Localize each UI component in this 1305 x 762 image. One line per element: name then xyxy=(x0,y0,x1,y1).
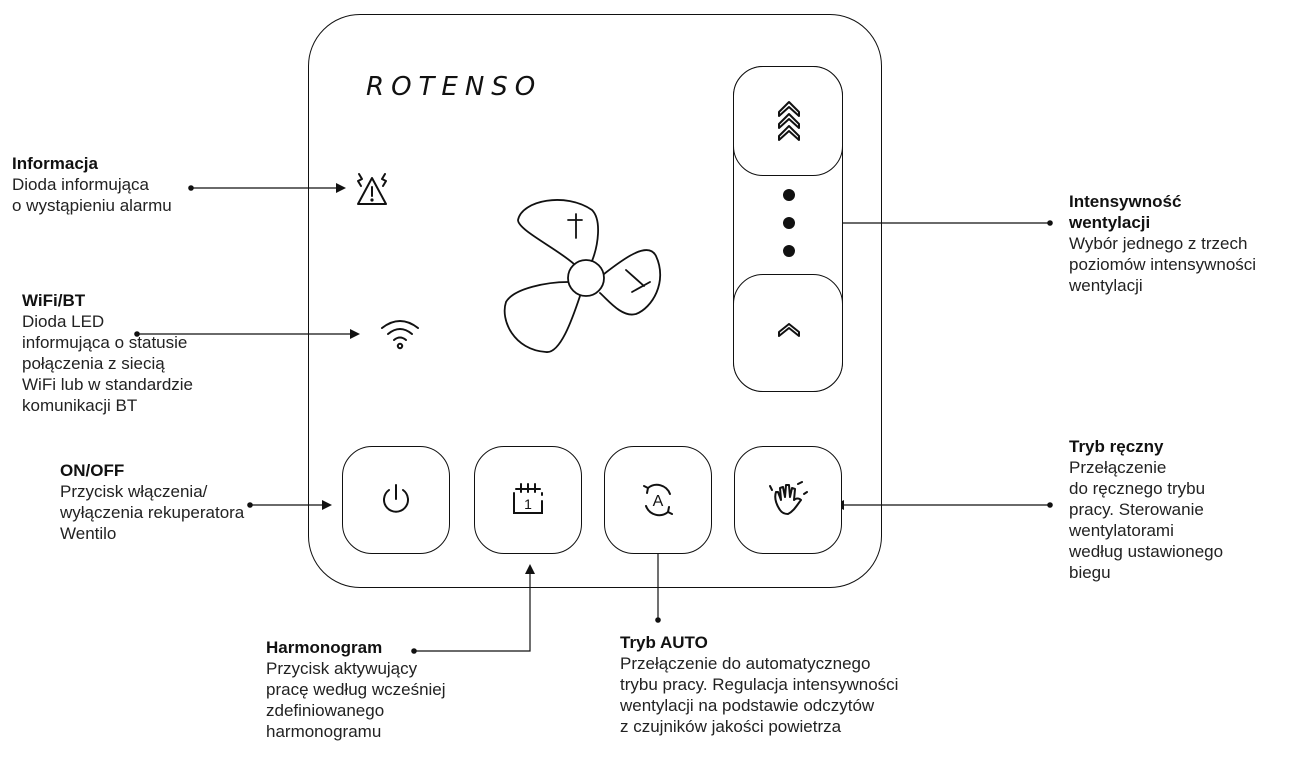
label-auto: Tryb AUTO Przełączenie do automatycznego… xyxy=(620,632,898,737)
label-onoff: ON/OFF Przycisk włączenia/ wyłączenia re… xyxy=(60,460,244,544)
label-reczny-line: Przełączenie xyxy=(1069,458,1167,477)
auto-mode-letter: A xyxy=(653,493,664,510)
wifi-icon xyxy=(381,320,419,350)
harmonogram-leader xyxy=(414,564,535,652)
label-reczny: Tryb ręczny Przełączenie do ręcznego try… xyxy=(1069,436,1223,583)
label-auto-line: Przełączenie do automatycznego xyxy=(620,654,871,673)
label-onoff-line: Wentilo xyxy=(60,524,117,543)
intensity-up-button[interactable] xyxy=(733,274,843,392)
label-informacja: Informacja Dioda informująca o wystąpien… xyxy=(12,153,172,216)
label-auto-line: wentylacji na podstawie odczytów xyxy=(620,696,875,715)
label-wifi-line: połączenia z siecią xyxy=(22,354,165,373)
intensity-level-2 xyxy=(783,217,795,229)
intensity-max-button[interactable] xyxy=(733,66,843,176)
hand-icon xyxy=(769,481,808,515)
label-reczny-title: Tryb ręczny xyxy=(1069,437,1164,456)
auto-mode-icon: A xyxy=(643,483,673,517)
intensity-level-3 xyxy=(783,245,795,257)
label-informacja-line: o wystąpieniu alarmu xyxy=(12,196,172,215)
brand-logo: ROTENSO xyxy=(366,72,543,102)
label-reczny-line: do ręcznego trybu xyxy=(1069,479,1206,498)
label-informacja-title: Informacja xyxy=(12,154,98,173)
label-auto-line: z czujników jakości powietrza xyxy=(620,717,842,736)
label-wifi-line: WiFi lub w standardzie xyxy=(22,375,194,394)
label-wifi-title: WiFi/BT xyxy=(22,291,86,310)
label-reczny-line: wentylatorami xyxy=(1069,521,1174,540)
fan-icon xyxy=(503,199,662,353)
power-icon xyxy=(383,484,409,513)
intensity-level-1 xyxy=(783,189,795,201)
triple-chevron-up-icon xyxy=(778,101,800,141)
label-onoff-title: ON/OFF xyxy=(60,461,125,480)
label-harmonogram-line: pracę według wcześniej xyxy=(266,680,446,699)
label-onoff-line: Przycisk włączenia/ xyxy=(60,482,208,501)
power-button[interactable] xyxy=(342,446,450,554)
label-auto-title: Tryb AUTO xyxy=(620,633,708,652)
label-harmonogram-line: harmonogramu xyxy=(266,722,382,741)
label-harmonogram: Harmonogram Przycisk aktywujący pracę we… xyxy=(266,637,446,742)
label-intensywnosc-line: wentylacji xyxy=(1069,276,1143,295)
calendar-day-text: 1 xyxy=(524,496,532,512)
chevron-up-icon xyxy=(778,323,800,337)
label-wifi: WiFi/BT Dioda LED informująca o statusie… xyxy=(22,290,193,416)
label-reczny-line: według ustawionego xyxy=(1069,542,1224,561)
label-wifi-line: informująca o statusie xyxy=(22,333,188,352)
label-wifi-line: Dioda LED xyxy=(22,312,105,331)
alarm-warning-icon xyxy=(357,173,387,205)
label-reczny-line: biegu xyxy=(1069,563,1111,582)
label-intensywnosc-title: wentylacji xyxy=(1069,213,1151,232)
label-intensywnosc-title: Intensywność xyxy=(1069,192,1182,211)
label-intensywnosc-line: Wybór jednego z trzech xyxy=(1069,234,1248,253)
calendar-icon: 1 xyxy=(513,483,543,514)
label-harmonogram-line: zdefiniowanego xyxy=(266,701,385,720)
label-intensywnosc-line: poziomów intensywności xyxy=(1069,255,1257,274)
label-intensywnosc: Intensywność wentylacji Wybór jednego z … xyxy=(1069,191,1256,296)
label-wifi-line: komunikacji BT xyxy=(22,396,138,415)
label-harmonogram-line: Przycisk aktywujący xyxy=(266,659,418,678)
control-panel xyxy=(308,14,882,588)
label-onoff-line: wyłączenia rekuperatora xyxy=(60,503,245,522)
schedule-button[interactable]: 1 xyxy=(474,446,582,554)
label-harmonogram-title: Harmonogram xyxy=(266,638,383,657)
label-informacja-line: Dioda informująca xyxy=(12,175,150,194)
auto-mode-button[interactable]: A xyxy=(604,446,712,554)
manual-mode-button[interactable] xyxy=(734,446,842,554)
label-reczny-line: pracy. Sterowanie xyxy=(1069,500,1204,519)
label-auto-line: trybu pracy. Regulacja intensywności xyxy=(620,675,899,694)
